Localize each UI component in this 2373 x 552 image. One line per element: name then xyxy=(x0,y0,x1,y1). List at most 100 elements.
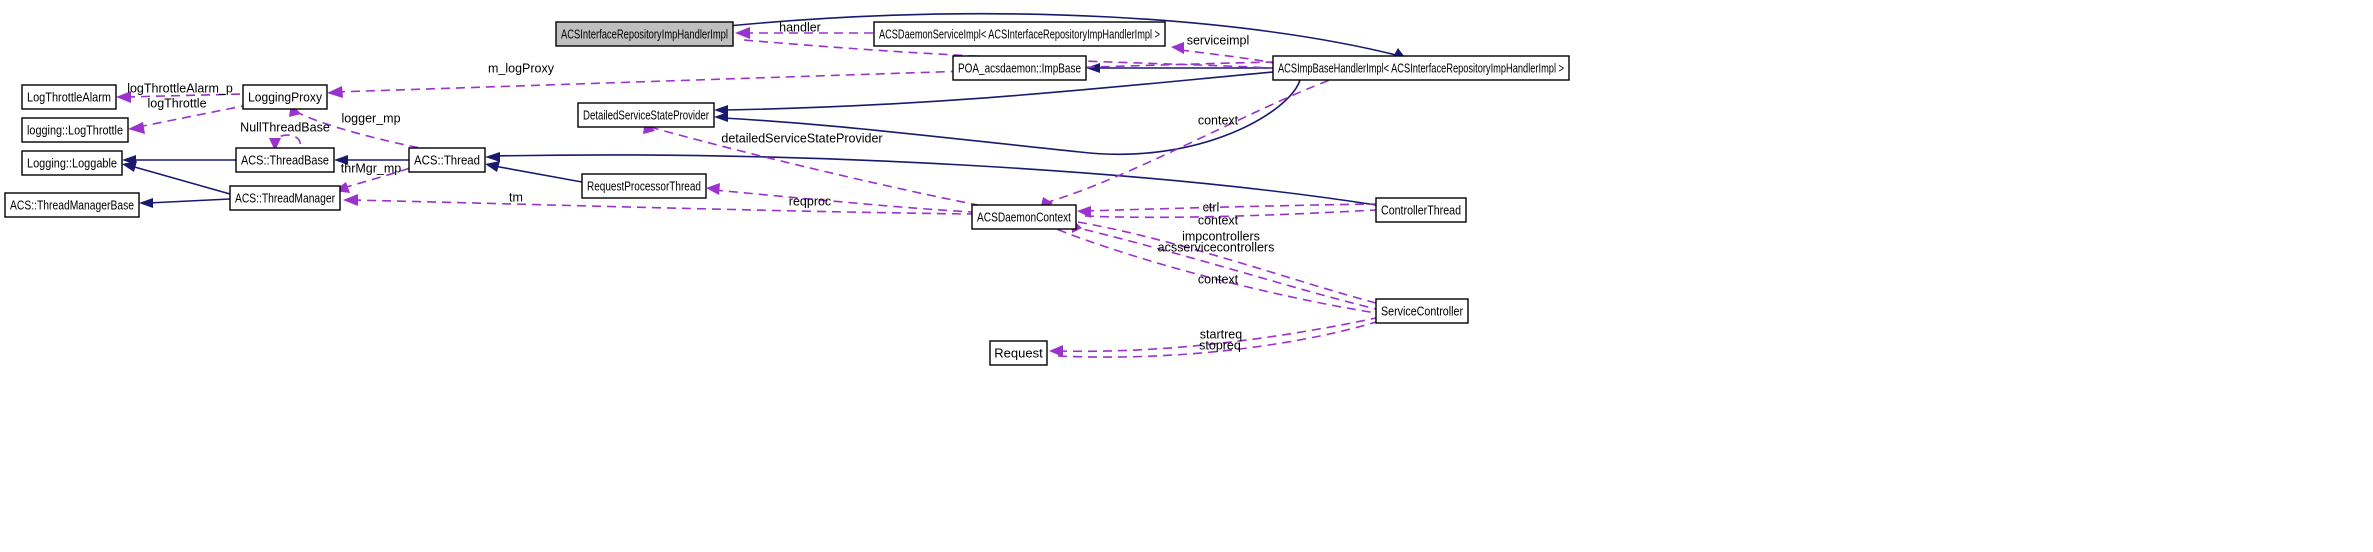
edge-loggable-threadmanager xyxy=(130,165,231,195)
arrowhead-usage xyxy=(1049,345,1063,357)
class-node-acsdaemonserviceimpl-acsinterfacerepositoryimphandlerimpl[interactable]: ACSDaemonServiceImpl< ACSInterfaceReposi… xyxy=(873,21,1166,47)
node-rect xyxy=(989,340,1048,366)
node-rect xyxy=(21,150,123,176)
node-rect xyxy=(577,102,715,128)
node-label: Logging::Loggable xyxy=(27,155,117,170)
arrowhead-inherit xyxy=(714,105,728,115)
node-rect xyxy=(408,147,486,173)
node-label: Request xyxy=(994,345,1043,360)
edge-threadmanagerbase-threadmanager xyxy=(147,198,231,204)
edge-label-tm: tm xyxy=(509,190,523,204)
node-rect xyxy=(1375,197,1467,223)
arrowhead-usage xyxy=(128,122,145,134)
edge-dssp-acsdaemoncontext xyxy=(722,79,1301,156)
arrowhead-inherit xyxy=(714,112,728,122)
node-label: POA_acsdaemon::ImpBase xyxy=(958,60,1081,75)
edge-acsdaemoncontext-controllerthread-ctrl xyxy=(1084,203,1377,212)
arrowhead-usage xyxy=(706,183,720,195)
class-node-acs-threadmanager[interactable]: ACS::ThreadManager xyxy=(229,185,341,211)
class-node-logging-logthrottle[interactable]: logging::LogThrottle xyxy=(21,117,129,143)
node-rect xyxy=(1272,55,1570,81)
edge-label-logger-mp: logger_mp xyxy=(341,111,400,125)
node-label: LogThrottleAlarm xyxy=(27,89,111,104)
arrowhead-inherit xyxy=(139,198,153,208)
node-rect xyxy=(4,192,140,218)
edge-label-logthrottle: logThrottle xyxy=(147,96,206,110)
node-rect xyxy=(971,204,1077,230)
edge-label-context: context xyxy=(1198,113,1239,127)
node-label: RequestProcessorThread xyxy=(587,178,701,193)
arrowhead-usage xyxy=(1171,42,1184,54)
edge-label-ctrl: ctrl xyxy=(1203,200,1220,214)
node-label: ACS::ThreadBase xyxy=(241,152,329,167)
class-node-logthrottlealarm[interactable]: LogThrottleAlarm xyxy=(21,84,117,110)
class-node-logging-loggable[interactable]: Logging::Loggable xyxy=(21,150,123,176)
edge-threadmanager-acsdaemoncontext-tm xyxy=(351,199,973,215)
class-node-request[interactable]: Request xyxy=(989,340,1048,366)
edge-thread-controllerthread xyxy=(493,154,1377,206)
arrowhead-inherit xyxy=(1086,63,1100,73)
edge-acsdaemoncontext-servicecontroller-acsservicecontrollers xyxy=(1069,225,1377,310)
edge-reqprocthread-acsdaemoncontext-reqproc xyxy=(713,189,973,213)
edge-label-startreq: startreq xyxy=(1200,327,1242,341)
class-node-detailedservicestateprovider[interactable]: DetailedServiceStateProvider xyxy=(577,102,715,128)
edge-label-acsservicecontrollers: acsservicecontrollers xyxy=(1158,240,1275,254)
class-node-requestprocessorthread[interactable]: RequestProcessorThread xyxy=(581,173,707,199)
edge-loggingthrottle-loggingproxy xyxy=(137,105,244,128)
node-label: LoggingProxy xyxy=(248,89,322,104)
edge-label-logthrottlealarm-p: logThrottleAlarm_p xyxy=(127,81,233,95)
class-node-poa-acsdaemon-impbase[interactable]: POA_acsdaemon::ImpBase xyxy=(952,55,1087,81)
node-rect xyxy=(235,147,335,173)
class-node-acs-threadmanagerbase[interactable]: ACS::ThreadManagerBase xyxy=(4,192,140,218)
class-node-loggingproxy[interactable]: LoggingProxy xyxy=(242,84,328,110)
edge-label-context: context xyxy=(1198,272,1239,286)
class-node-acsinterfacerepositoryimphandlerimpl[interactable]: ACSInterfaceRepositoryImpHandlerImpl xyxy=(555,21,734,47)
node-boxes: LogThrottleAlarmlogging::LogThrottleLogg… xyxy=(4,21,1570,366)
node-rect xyxy=(873,21,1166,47)
edge-loggingproxy-acsimpbasehandler-mlogproxy xyxy=(335,61,1274,93)
edge-label-handler: handler xyxy=(779,20,821,34)
node-label: ACS::ThreadManagerBase xyxy=(10,197,134,212)
arrowhead-inherit xyxy=(334,155,348,165)
edge-label-stopreq: stopreq xyxy=(1199,338,1241,352)
class-node-acs-threadbase[interactable]: ACS::ThreadBase xyxy=(235,147,335,173)
edge-acsirimphandler-acsimpbasehandlerimpl xyxy=(727,12,1401,57)
edge-acsdaemoncontext-servicecontroller-impcontrollers xyxy=(1077,221,1377,304)
class-node-servicecontroller[interactable]: ServiceController xyxy=(1375,298,1469,324)
node-label: ControllerThread xyxy=(1381,202,1461,217)
node-rect xyxy=(21,117,129,143)
class-node-acsdaemoncontext[interactable]: ACSDaemonContext xyxy=(971,204,1077,230)
node-rect xyxy=(242,84,328,110)
arrowhead-usage xyxy=(1077,206,1091,218)
node-label: ACSImpBaseHandlerImpl< ACSInterfaceRepos… xyxy=(1278,60,1564,75)
node-label: ACSDaemonServiceImpl< ACSInterfaceReposi… xyxy=(879,26,1160,41)
arrowhead-inherit xyxy=(485,152,500,162)
edge-thread-requestprocessorthread xyxy=(493,165,583,183)
usage-edges xyxy=(116,27,1377,358)
node-label: ACSDaemonContext xyxy=(977,209,1071,224)
edge-threadmanager-thread-thrmgrmp xyxy=(342,165,416,189)
edge-label-serviceimpl: serviceimpl xyxy=(1187,33,1250,47)
edge-label-impcontrollers: impcontrollers xyxy=(1182,229,1260,243)
arrowhead-usage xyxy=(735,27,750,39)
class-node-acsimpbasehandlerimpl-acsinterfacerepositoryimphandlerimpl[interactable]: ACSImpBaseHandlerImpl< ACSInterfaceRepos… xyxy=(1272,55,1570,81)
arrowhead-usage xyxy=(343,194,358,206)
edge-acsdaemonserviceimpl-acsimpbase-serviceimpl xyxy=(1179,49,1274,64)
edge-label-reqproc: reqproc xyxy=(789,194,831,208)
edge-dssp-acsdaemoncontext-usage xyxy=(649,126,979,206)
node-label: ServiceController xyxy=(1381,303,1464,318)
arrowhead-usage xyxy=(327,86,343,98)
edge-acsdaemoncontext-controllerthread-context xyxy=(1084,209,1377,219)
class-node-controllerthread[interactable]: ControllerThread xyxy=(1375,197,1467,223)
edge-label-m-logproxy: m_logProxy xyxy=(488,61,555,75)
node-label: ACS::ThreadManager xyxy=(235,190,336,205)
node-label: ACSInterfaceRepositoryImpHandlerImpl xyxy=(561,26,728,41)
edge-acsdaemoncontext-acsimpbase-context xyxy=(1044,79,1331,204)
class-node-acs-thread[interactable]: ACS::Thread xyxy=(408,147,486,173)
edge-label-context: context xyxy=(1198,213,1239,227)
edge-label-detailedservicestateprovider: detailedServiceStateProvider xyxy=(721,131,882,145)
edge-logthrottlealarm-loggingproxy xyxy=(125,93,244,98)
node-label: DetailedServiceStateProvider xyxy=(583,107,709,122)
